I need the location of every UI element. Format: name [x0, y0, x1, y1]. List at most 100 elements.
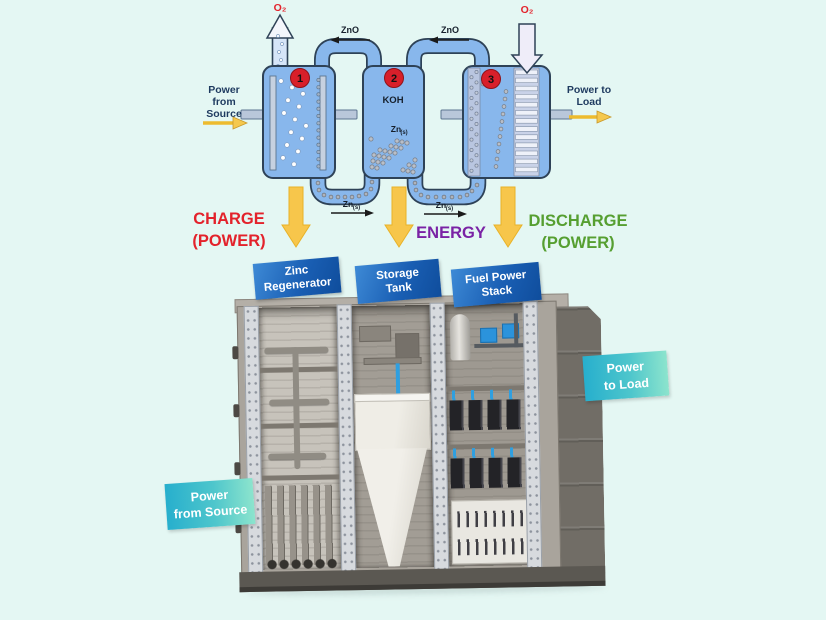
bed-dot [474, 153, 479, 158]
top-pipe-tank2-to-tank1 [314, 38, 382, 78]
coil-ring [316, 142, 321, 147]
zinc-particle [494, 156, 500, 162]
svg-text:(POWER): (POWER) [192, 232, 265, 250]
svg-text:CHARGE: CHARGE [193, 210, 265, 228]
flow-diagram: O₂ O₂ KOH Zn (s) 1 2 [192, 2, 627, 252]
bubble [292, 116, 298, 123]
zinc-particle [496, 141, 502, 147]
regenerator-tubes [264, 484, 339, 566]
bubble [289, 84, 295, 91]
zno-right-flow: ZnO [429, 25, 469, 44]
bed-dot [469, 158, 474, 163]
coil-ring [316, 150, 321, 155]
bubble [280, 42, 284, 46]
pipe-particle [368, 186, 374, 192]
pipe-particle [433, 194, 439, 200]
zno-left-flow: ZnO [330, 25, 370, 44]
bed-dot [469, 127, 474, 132]
pipe-particle [441, 194, 447, 200]
bed-dot [474, 163, 479, 168]
zinc-particle [502, 96, 508, 102]
zinc-particle [394, 138, 400, 144]
pipe-particle [335, 194, 341, 200]
zinc-particle [382, 148, 388, 154]
tank3-left-stub [440, 109, 466, 120]
bubble [276, 34, 280, 38]
pipe-particle [369, 179, 375, 185]
banner-line: to Load [603, 375, 650, 393]
o2-right-label: O₂ [521, 4, 534, 16]
zn-flow-left: Zn (s) [331, 199, 374, 217]
pipe-particle [413, 187, 419, 193]
equipment-pipe [363, 356, 422, 365]
energy-down-arrow [384, 186, 414, 248]
pipe-particle [425, 194, 431, 200]
zinc-particle [393, 144, 399, 150]
pipe-particle [457, 194, 463, 200]
bubble [299, 135, 305, 142]
bed-dot [474, 132, 479, 137]
zinc-particle [405, 168, 411, 174]
top-pipe-tank3-to-tank2 [406, 38, 490, 78]
zinc-particle [381, 154, 387, 160]
fuel-cell-modules [449, 399, 532, 431]
zn-flow-right: Zn (s) [424, 200, 467, 218]
tank1-bubbles [278, 78, 309, 167]
banner-storage-tank: Storage Tank [354, 258, 442, 304]
vertical-pipe [292, 347, 301, 470]
tank3-falling-particles [480, 81, 509, 169]
svg-text:Zn: Zn [436, 200, 446, 210]
coil-ring [316, 85, 321, 90]
tank1-left-stub [240, 109, 266, 120]
zinc-particle [399, 139, 405, 145]
pipe-particle [418, 192, 424, 198]
gas-cylinder [449, 314, 471, 361]
shelf-rail [260, 474, 341, 481]
pipe-particle [328, 194, 334, 200]
stack-plate [515, 150, 538, 156]
pipe-particle [449, 194, 455, 200]
stack-plate [515, 85, 538, 92]
discharge-down-arrow [493, 186, 523, 248]
tank1-right-electrode [319, 75, 327, 171]
zinc-particle [404, 140, 410, 146]
coil-ring [316, 78, 321, 83]
plate-stack-panel [451, 499, 537, 565]
pipe-particle [464, 192, 470, 198]
tank3-stack-plates [515, 69, 538, 173]
pipe-particle [474, 182, 480, 188]
hinge-tab [234, 462, 241, 476]
svg-text:from: from [212, 96, 235, 108]
bed-dot [469, 106, 474, 111]
zn-tank-label: Zn [391, 124, 401, 134]
banner-fuel-power-stack: Fuel Power Stack [450, 261, 542, 308]
stack-plate [515, 134, 538, 140]
bubble [291, 161, 297, 167]
svg-text:Zn: Zn [343, 199, 353, 209]
bed-dot [469, 137, 474, 142]
bay-zinc-regenerator [257, 306, 343, 572]
coil-ring [316, 135, 321, 140]
bay-storage-tank [350, 304, 436, 569]
zinc-particle [410, 169, 416, 175]
charge-power-title: CHARGE (POWER) [192, 210, 265, 250]
zinc-particle [377, 147, 383, 153]
stack-plate [515, 166, 538, 173]
bed-dot [469, 85, 474, 90]
plate-slots [457, 510, 528, 528]
banner-power-from-source: Power from Source [164, 477, 256, 531]
svg-text:Load: Load [576, 96, 601, 108]
zinc-particle [497, 134, 503, 139]
svg-text:Power: Power [208, 84, 240, 96]
bed-dot [474, 90, 479, 95]
pipe-particle [349, 194, 355, 200]
bubble [284, 142, 290, 148]
banner-line: from Source [173, 502, 248, 522]
power-from-source-label: Power from Source [203, 84, 249, 130]
zinc-particle [406, 162, 412, 168]
o2-down-arrow [510, 23, 544, 75]
coil-ring [316, 92, 321, 97]
bed-dot [469, 148, 474, 152]
pipe-particle [342, 194, 348, 200]
